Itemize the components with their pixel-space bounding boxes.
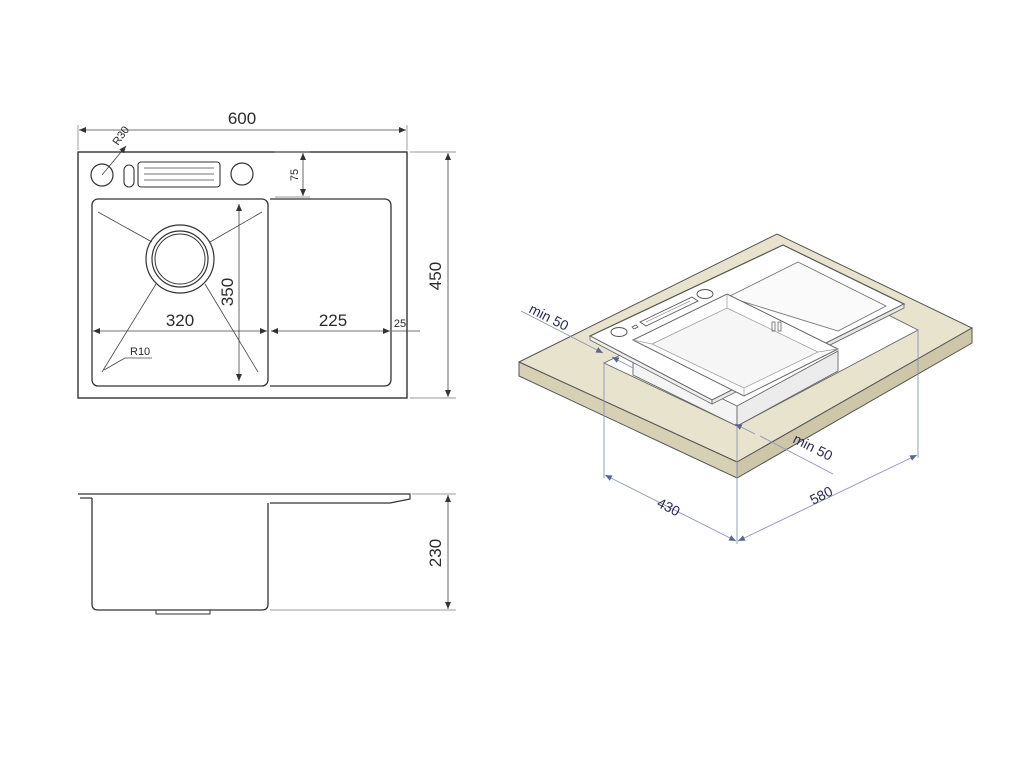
sink-outline — [77, 151, 408, 399]
top-view: 600 450 R30 75 — [77, 109, 456, 399]
min-right-label: min 50 — [791, 430, 836, 463]
bowl-outline — [91, 198, 269, 387]
drain-grille — [137, 161, 221, 188]
iso-drainer — [726, 261, 887, 332]
sink-wall-side — [736, 350, 839, 427]
side-view: 230 — [78, 493, 456, 615]
inner-radius-label: R10 — [130, 346, 150, 358]
tap-hole-left — [90, 163, 114, 187]
min-left-dimension-line — [520, 310, 604, 354]
tap-hole-right — [230, 162, 254, 186]
drain-hole — [154, 233, 206, 285]
cutout-depth-label: 430 — [655, 494, 683, 519]
bowl-slope-line — [101, 283, 157, 373]
iso-bowl-corner — [817, 348, 839, 353]
edge-label: 25 — [394, 318, 406, 330]
drainer-width-label: 225 — [319, 311, 347, 330]
side-rim — [78, 493, 411, 504]
iso-tap-hole-left — [610, 327, 628, 337]
offset-label: 75 — [289, 169, 301, 181]
width-label: 600 — [228, 109, 256, 128]
side-drain — [155, 610, 211, 615]
bowl-width-label: 320 — [166, 311, 194, 330]
min-left-dimension-line — [611, 356, 634, 369]
height-label: 450 — [426, 262, 445, 290]
bowl-slope-line — [97, 211, 153, 243]
soap-slot — [123, 164, 135, 188]
isometric-view: min 50 min 50 430 580 — [517, 233, 974, 544]
iso-bowl-corner — [632, 339, 653, 345]
corner-radius-label: R30 — [111, 124, 132, 147]
drain-inner-ring — [151, 230, 209, 288]
drainer-outline — [270, 198, 392, 387]
iso-soap-slot — [631, 324, 639, 330]
depth-label: 230 — [426, 539, 445, 567]
overflow-icon — [777, 321, 782, 332]
corner-radius-leader — [101, 145, 127, 176]
bowl-slope-line — [209, 211, 263, 243]
cutout-width-label: 580 — [807, 483, 835, 508]
overflow-icon — [771, 321, 776, 332]
min-right-dimension-line — [734, 423, 756, 435]
iso-grille-slot — [649, 302, 695, 325]
iso-grille-slot — [645, 300, 691, 323]
side-bowl-profile — [91, 498, 269, 611]
inner-radius-leader — [103, 357, 126, 371]
bowl-height-label: 350 — [218, 278, 237, 306]
cutout-width-dimension-line — [737, 454, 918, 542]
iso-tap-hole-right — [696, 289, 714, 299]
drain-outer-ring — [145, 224, 215, 294]
min-left-label: min 50 — [527, 300, 572, 333]
cutout-depth-dimension-line — [604, 474, 737, 542]
